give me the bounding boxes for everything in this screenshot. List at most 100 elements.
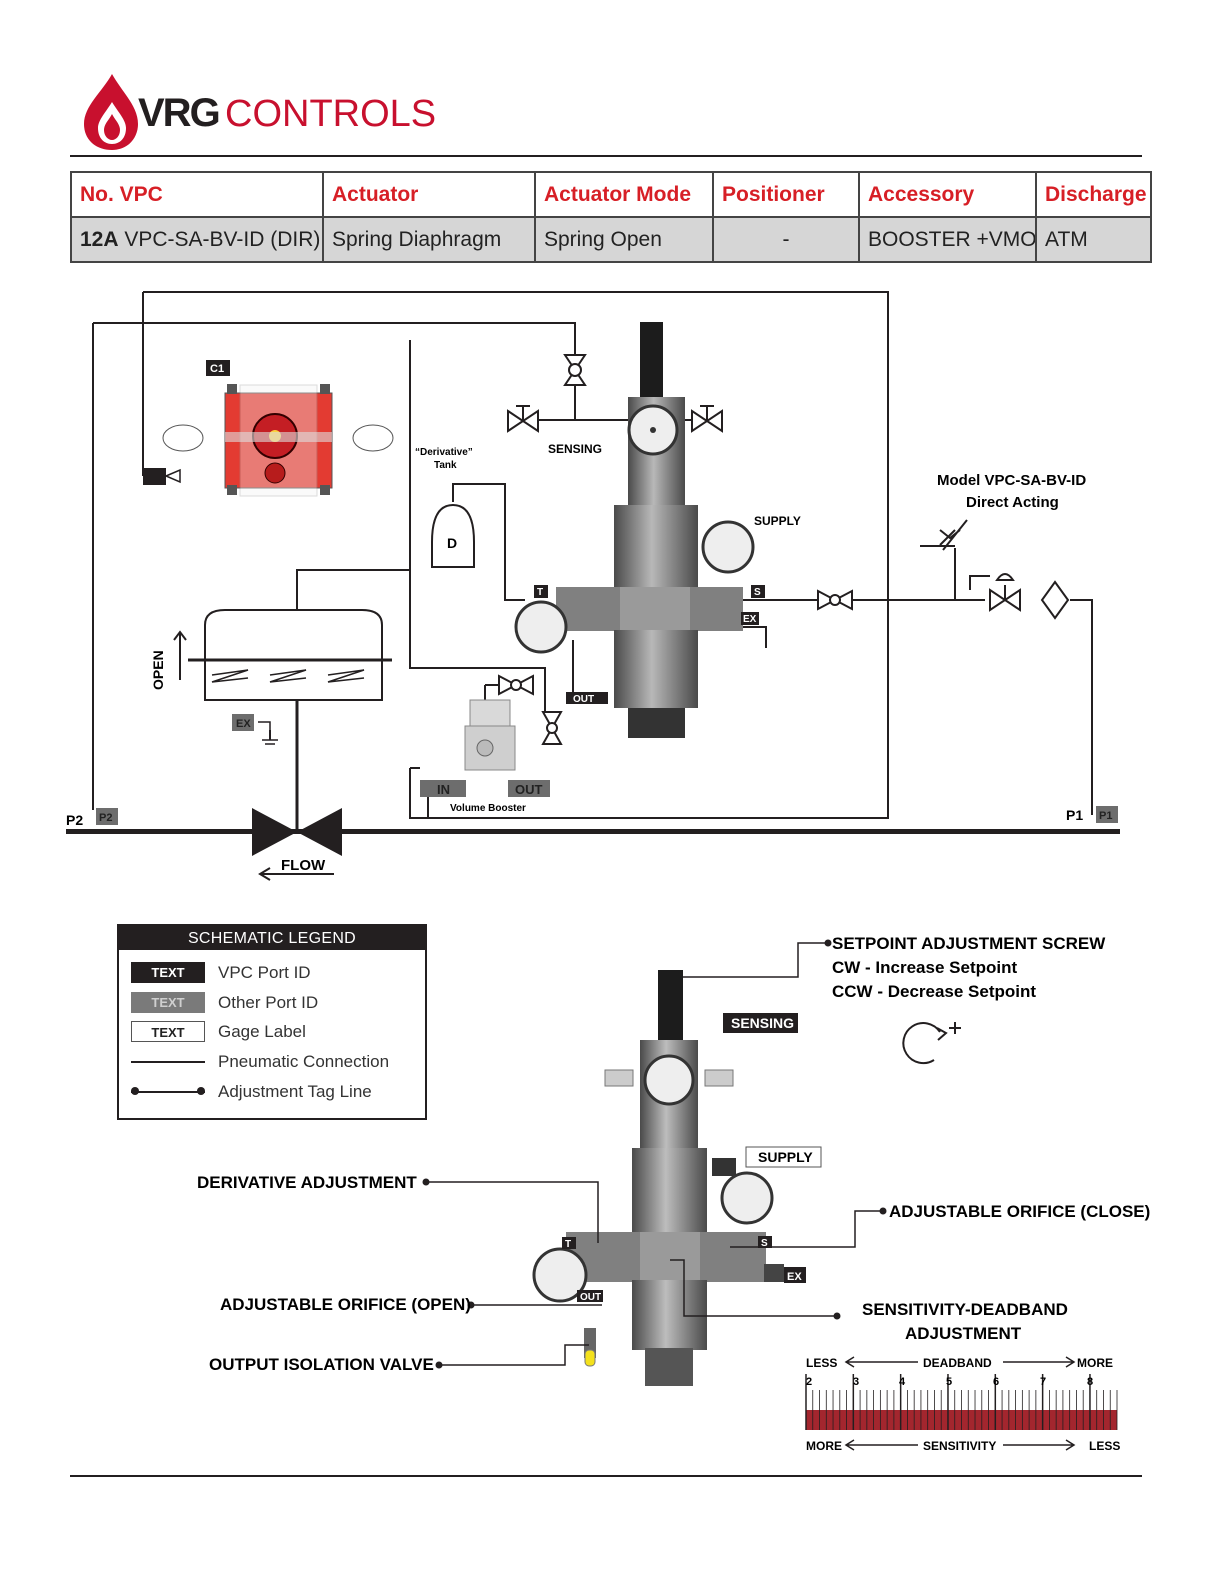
right-arrow-icon [1003, 1356, 1076, 1368]
scale-number-4: 4 [899, 1376, 906, 1388]
sensing-tag [723, 1013, 798, 1033]
legend-label: Other Port ID [218, 993, 319, 1012]
setpoint-title: SETPOINT ADJUSTMENT SCREW [832, 934, 1106, 953]
open-arrow-icon [173, 630, 187, 680]
ex-port-tag [741, 612, 759, 625]
supply-tag-label: SUPPLY [758, 1149, 813, 1165]
derivative-adjustment-label: DERIVATIVE ADJUSTMENT [197, 1173, 417, 1192]
vpc-pilot-body [514, 322, 755, 738]
scale-number-5: 5 [946, 1376, 952, 1388]
scale-deadband: DEADBAND [923, 1356, 992, 1370]
control-valve-body-right [297, 808, 342, 856]
isolation-valve-label: OUTPUT ISOLATION VALVE [209, 1355, 434, 1374]
flow-arrow-icon [258, 867, 334, 881]
supply-tag [745, 1146, 822, 1168]
model-line2: Direct Acting [966, 494, 1059, 511]
p1-tag [1096, 806, 1118, 823]
spec-header-row: No. VPC Actuator Actuator Mode Positione… [70, 171, 1152, 218]
booster-out-label: OUT [515, 782, 543, 797]
deadband-scale: LESS DEADBAND MORE 2 3 4 5 6 7 8 MORE SE… [805, 1356, 1120, 1453]
legend-swatch-gage: TEXT [131, 1021, 205, 1042]
setpoint-ccw: CCW - Decrease Setpoint [832, 982, 1036, 1001]
t-tag-label: T [565, 1239, 571, 1250]
rotate-arrowhead-icon [936, 1027, 948, 1041]
right-arrow-icon [1003, 1439, 1076, 1451]
scale-number-3: 3 [853, 1376, 859, 1388]
sensing-tag-label: SENSING [731, 1015, 794, 1031]
booster-label: Volume Booster [450, 803, 526, 814]
footer-rule [70, 1475, 1142, 1477]
legend-swatch-other-port: TEXT [131, 992, 205, 1013]
legend-label: Adjustment Tag Line [218, 1082, 372, 1101]
t-port-tag [534, 585, 548, 598]
supply-label: SUPPLY [754, 514, 801, 528]
brand-light: CONTROLS [225, 93, 436, 135]
s-port-tag [751, 585, 765, 598]
out-port-tag [566, 692, 608, 704]
s-port-label: S [754, 587, 761, 598]
volume-booster [420, 699, 550, 797]
ex-tag [784, 1267, 806, 1283]
cell-positioner: - [712, 216, 860, 263]
spec-value-row: 12A VPC-SA-BV-ID (DIR) Spring Diaphragm … [70, 216, 1152, 263]
header-positioner: Positioner [712, 171, 860, 218]
legend-label: Gage Label [218, 1022, 306, 1041]
legend-title: SCHEMATIC LEGEND [119, 926, 425, 950]
header-accessory: Accessory [858, 171, 1037, 218]
scale-number-6: 6 [993, 1376, 999, 1388]
brand-bold: VRG [138, 91, 219, 135]
t-tag [562, 1237, 576, 1249]
supply-valves [498, 573, 1070, 745]
spec-table: No. VPC Actuator Actuator Mode Positione… [70, 171, 1152, 263]
flow-label: FLOW [281, 857, 326, 874]
left-arrow-icon [844, 1356, 918, 1368]
scale-less-top: LESS [806, 1356, 837, 1370]
header-rule [70, 155, 1142, 157]
booster-in-label: IN [437, 782, 450, 797]
legend-swatch-pneumatic-line [131, 1061, 205, 1063]
tank-letter: D [447, 535, 457, 551]
vpc-id-rest: VPC-SA-BV-ID (DIR) [118, 227, 321, 251]
cell-accessory: BOOSTER +VMO [858, 216, 1037, 263]
p2-label: P2 [66, 812, 83, 828]
out-port-label: OUT [573, 694, 594, 705]
header-actuator: Actuator [322, 171, 536, 218]
tag-dots [422, 939, 887, 1369]
sensitivity-label-line1: SENSITIVITY-DEADBAND [862, 1300, 1068, 1319]
header-actuator-mode: Actuator Mode [534, 171, 714, 218]
orifice-open-label: ADJUSTABLE ORIFICE (OPEN) [220, 1295, 471, 1314]
scale-number-2: 2 [806, 1376, 812, 1388]
open-label: OPEN [150, 650, 166, 690]
pneumatic-lines [92, 291, 1093, 819]
cell-actuator: Spring Diaphragm [322, 216, 536, 263]
p2-tag-label: P2 [99, 812, 112, 824]
s-tag [758, 1236, 772, 1248]
vpc-id-bold: 12A [80, 227, 119, 251]
tag-dot-icon [197, 1087, 205, 1095]
spring-diaphragm-actuator [188, 609, 392, 701]
out-tag [577, 1290, 603, 1302]
cell-discharge: ATM [1035, 216, 1152, 263]
t-port-label: T [537, 587, 543, 598]
derivative-tank-line1: “Derivative” [415, 447, 473, 458]
ex-port-label: EX [743, 614, 757, 625]
scale-less-bottom: LESS [1089, 1439, 1120, 1453]
scale-number-7: 7 [1040, 1376, 1046, 1388]
tag-dot-icon [131, 1087, 139, 1095]
model-line1: Model VPC-SA-BV-ID [937, 472, 1086, 489]
cell-actuator-mode: Spring Open [534, 216, 714, 263]
legend-label: VPC Port ID [218, 963, 311, 982]
scale-number-8: 8 [1087, 1376, 1093, 1388]
vrg-controls-logo: VRG CONTROLS [84, 74, 436, 150]
plus-icon [949, 1022, 961, 1034]
scale-ticks [805, 1374, 1118, 1430]
p2-tag [96, 808, 118, 825]
pneumatic-schematic: OPEN EX C1 D “Derivative” Tank SENSING [66, 291, 1120, 881]
adjustment-tag-lines [426, 942, 882, 1366]
sensitivity-label-line2: ADJUSTMENT [905, 1324, 1022, 1343]
header-discharge: Discharge [1035, 171, 1152, 218]
legend-swatch-vpc-port: TEXT [131, 962, 205, 983]
sensing-label: SENSING [548, 442, 602, 456]
actuator-ex-label: EX [236, 718, 251, 730]
scale-sensitivity: SENSITIVITY [923, 1439, 996, 1453]
